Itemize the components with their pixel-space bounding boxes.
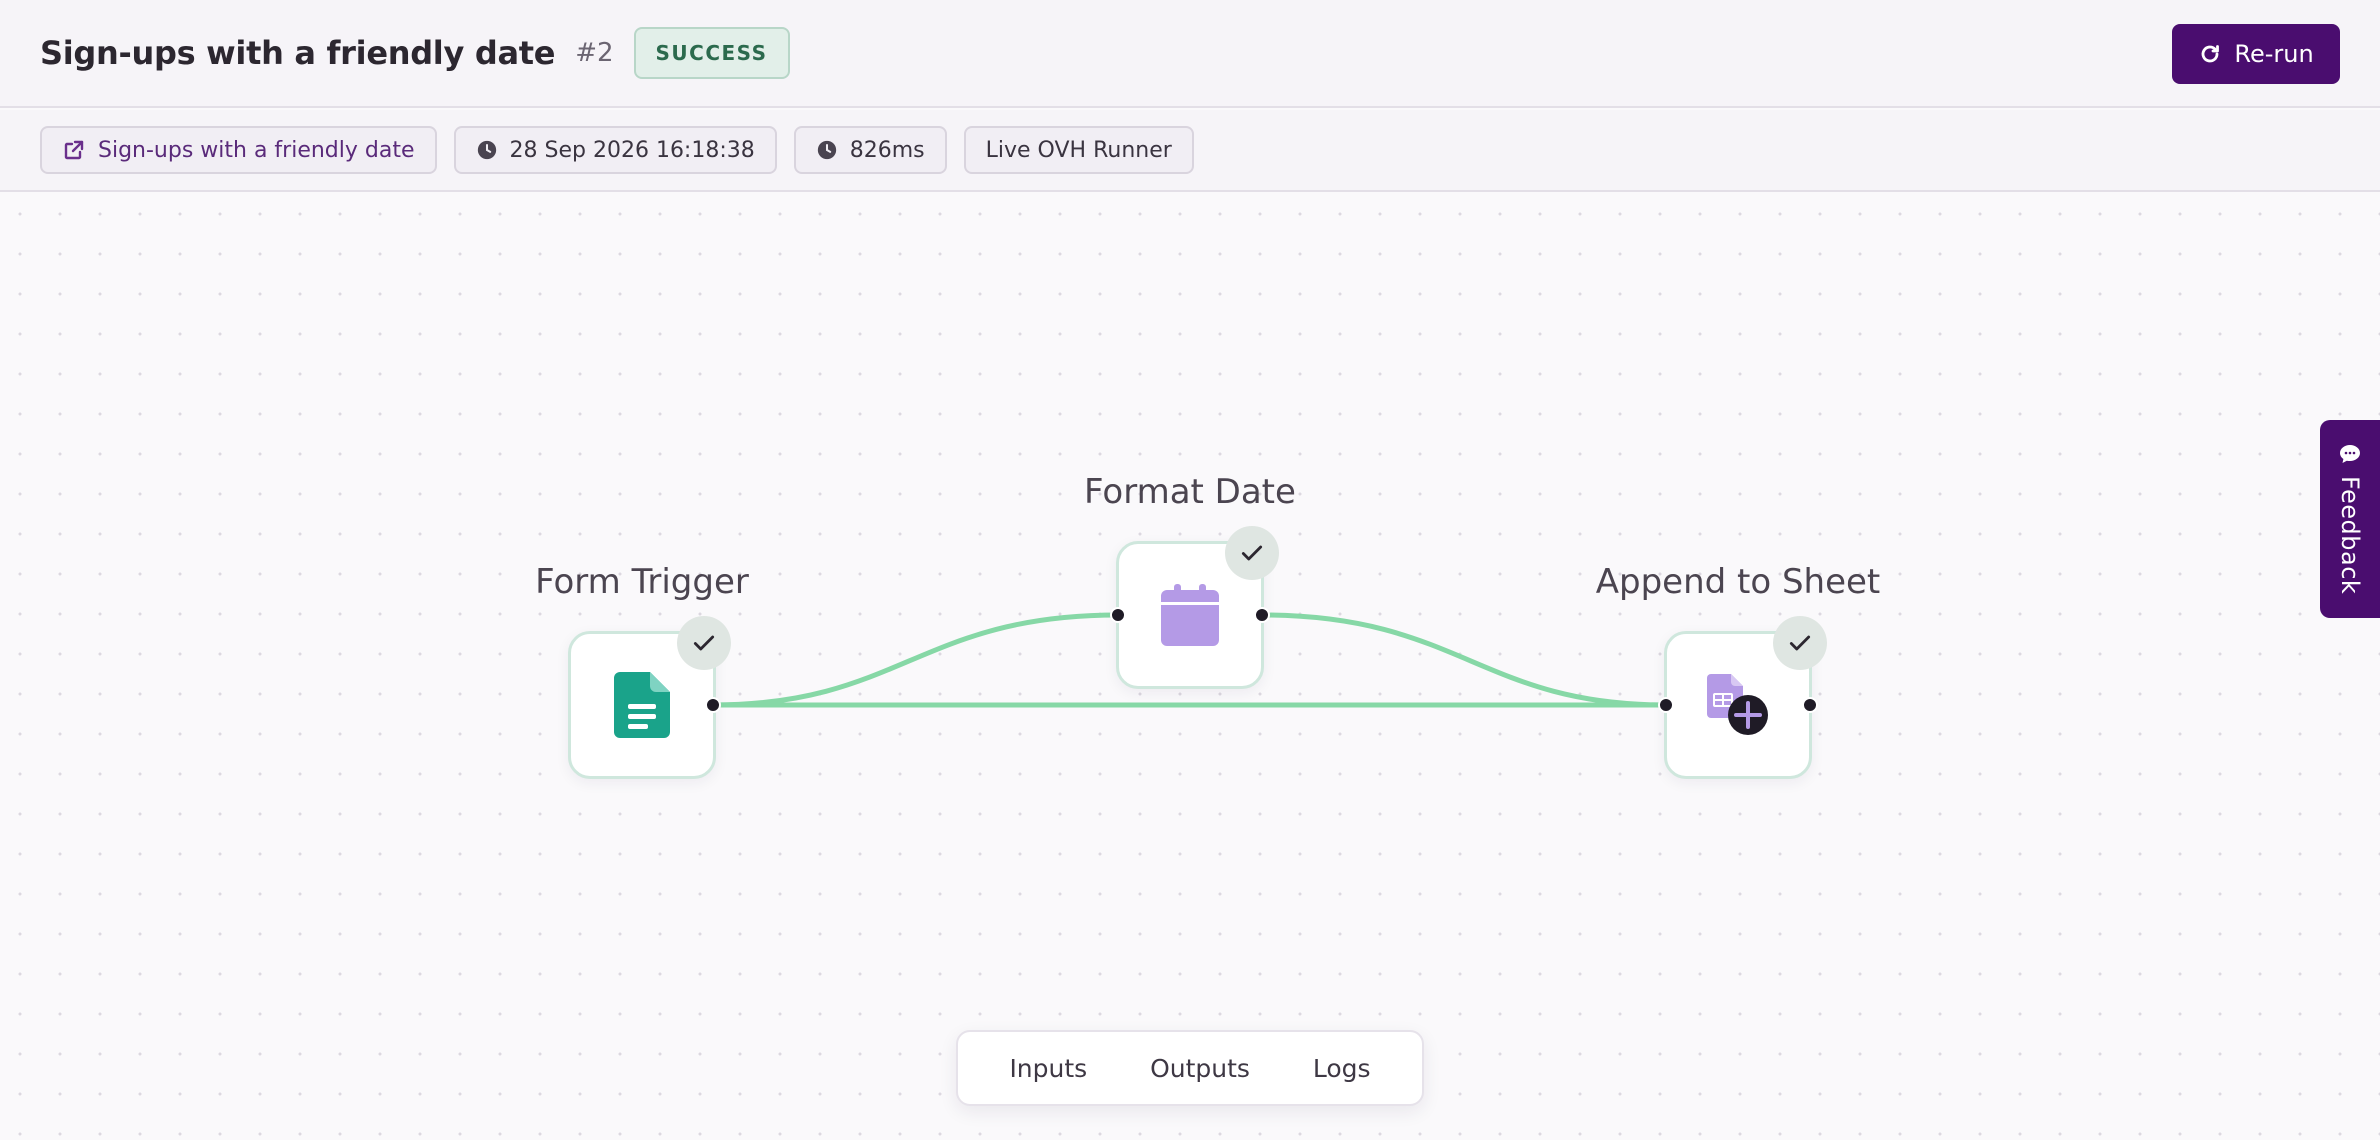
run-meta-bar: Sign-ups with a friendly date 28 Sep 202… — [0, 110, 2380, 192]
bottom-tab-bar: Inputs Outputs Logs — [956, 1030, 1424, 1106]
workflow-link-chip[interactable]: Sign-ups with a friendly date — [40, 126, 437, 174]
rerun-button[interactable]: Re-run — [2172, 24, 2340, 84]
refresh-icon — [2201, 45, 2220, 63]
tab-inputs[interactable]: Inputs — [1009, 1053, 1088, 1083]
workflow-canvas[interactable] — [0, 194, 2380, 1140]
page-title: Sign-ups with a friendly date — [40, 34, 556, 72]
success-check-icon — [1773, 616, 1827, 670]
success-check-icon — [677, 616, 731, 670]
feedback-label: Feedback — [2336, 476, 2364, 595]
duration-chip: 826ms — [793, 126, 947, 174]
clock-icon — [477, 140, 496, 160]
rerun-label: Re-run — [2234, 40, 2314, 68]
node-label-append-to-sheet: Append to Sheet — [1595, 562, 1881, 602]
input-port[interactable] — [1658, 697, 1674, 713]
tab-logs[interactable]: Logs — [1312, 1053, 1371, 1083]
output-port[interactable] — [1254, 607, 1270, 623]
timestamp-chip: 28 Sep 2026 16:18:38 — [453, 126, 777, 174]
clock-icon — [817, 140, 836, 160]
run-header: Sign-ups with a friendly date #2 SUCCESS… — [0, 0, 2380, 108]
tab-outputs[interactable]: Outputs — [1150, 1053, 1250, 1083]
status-badge: SUCCESS — [633, 27, 790, 79]
document-icon — [614, 672, 670, 738]
feedback-tab[interactable]: Feedback — [2320, 420, 2380, 618]
output-port[interactable] — [1802, 697, 1818, 713]
sheet-add-icon — [1707, 674, 1768, 735]
success-check-icon — [1225, 526, 1279, 580]
calendar-icon — [1161, 584, 1219, 646]
node-form-trigger[interactable] — [568, 631, 716, 779]
runner-chip: Live OVH Runner — [963, 126, 1194, 174]
timestamp-label: 28 Sep 2026 16:18:38 — [509, 137, 755, 163]
duration-label: 826ms — [849, 137, 925, 163]
workflow-link-label: Sign-ups with a friendly date — [98, 137, 415, 163]
input-port[interactable] — [1110, 607, 1126, 623]
runner-label: Live OVH Runner — [985, 137, 1172, 163]
node-label-form-trigger: Form Trigger — [535, 562, 749, 602]
chat-bubble-icon — [2340, 445, 2360, 463]
external-link-icon — [64, 140, 84, 160]
node-label-format-date: Format Date — [1084, 472, 1296, 512]
run-number: #2 — [575, 38, 614, 68]
output-port[interactable] — [705, 697, 721, 713]
